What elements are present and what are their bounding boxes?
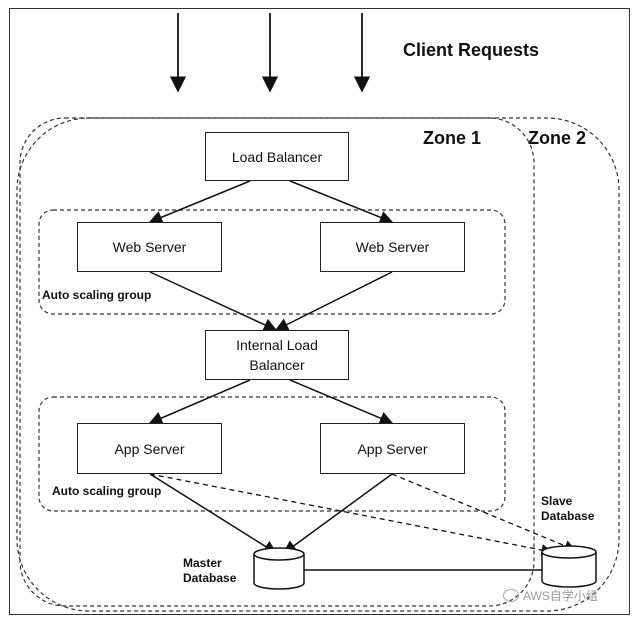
web-autoscaling-group-label: Auto scaling group: [42, 288, 152, 302]
slave-database-icon: [541, 545, 597, 588]
diagram-frame: [9, 8, 630, 615]
load-balancer-node: Load Balancer: [205, 132, 349, 181]
edge-app1-master: [149, 473, 278, 554]
web-server-node: Web Server: [77, 222, 222, 272]
app-server-node: App Server: [77, 423, 222, 474]
app-server-label: App Server: [357, 440, 428, 457]
zone-2-outline: [16, 117, 620, 612]
watermark: AWS自学小组: [503, 587, 598, 604]
client-requests-title: Client Requests: [403, 40, 540, 60]
web-server-node: Web Server: [320, 222, 465, 272]
internal-load-balancer-node: Internal Load Balancer: [205, 330, 349, 380]
edge-lb-web2: [289, 180, 394, 224]
internal-load-balancer-label: Internal Load Balancer: [236, 337, 318, 373]
zone-1-outline: [19, 117, 535, 607]
app-server-node: App Server: [320, 423, 465, 474]
watermark-text: AWS自学小组: [523, 589, 598, 603]
edge-app2-slave-dashed: [391, 473, 577, 552]
edge-web2-ilb: [274, 271, 393, 331]
load-balancer-label: Load Balancer: [231, 148, 323, 165]
app-server-label: App Server: [114, 440, 185, 457]
web-server-label: Web Server: [355, 239, 430, 255]
edge-web1-ilb: [149, 271, 278, 332]
master-database-label: Master Database: [183, 556, 237, 585]
edge-lb-web1: [148, 180, 251, 224]
chat-bubble-icon: [503, 589, 519, 602]
edge-ilb-app2: [289, 379, 394, 425]
edge-ilb-app1: [148, 379, 251, 425]
master-database-icon: [253, 547, 305, 590]
edge-app2-master: [282, 473, 393, 554]
zone-2-label: Zone 2: [528, 128, 587, 148]
slave-database-label: Slave Database: [541, 494, 595, 523]
edge-app1-slave-dashed: [149, 473, 554, 556]
app-autoscaling-group-label: Auto scaling group: [52, 484, 162, 498]
web-autoscaling-group-outline: [38, 209, 506, 315]
zone-1-label: Zone 1: [423, 128, 482, 148]
app-autoscaling-group-outline: [38, 396, 506, 512]
web-server-label: Web Server: [112, 239, 187, 255]
